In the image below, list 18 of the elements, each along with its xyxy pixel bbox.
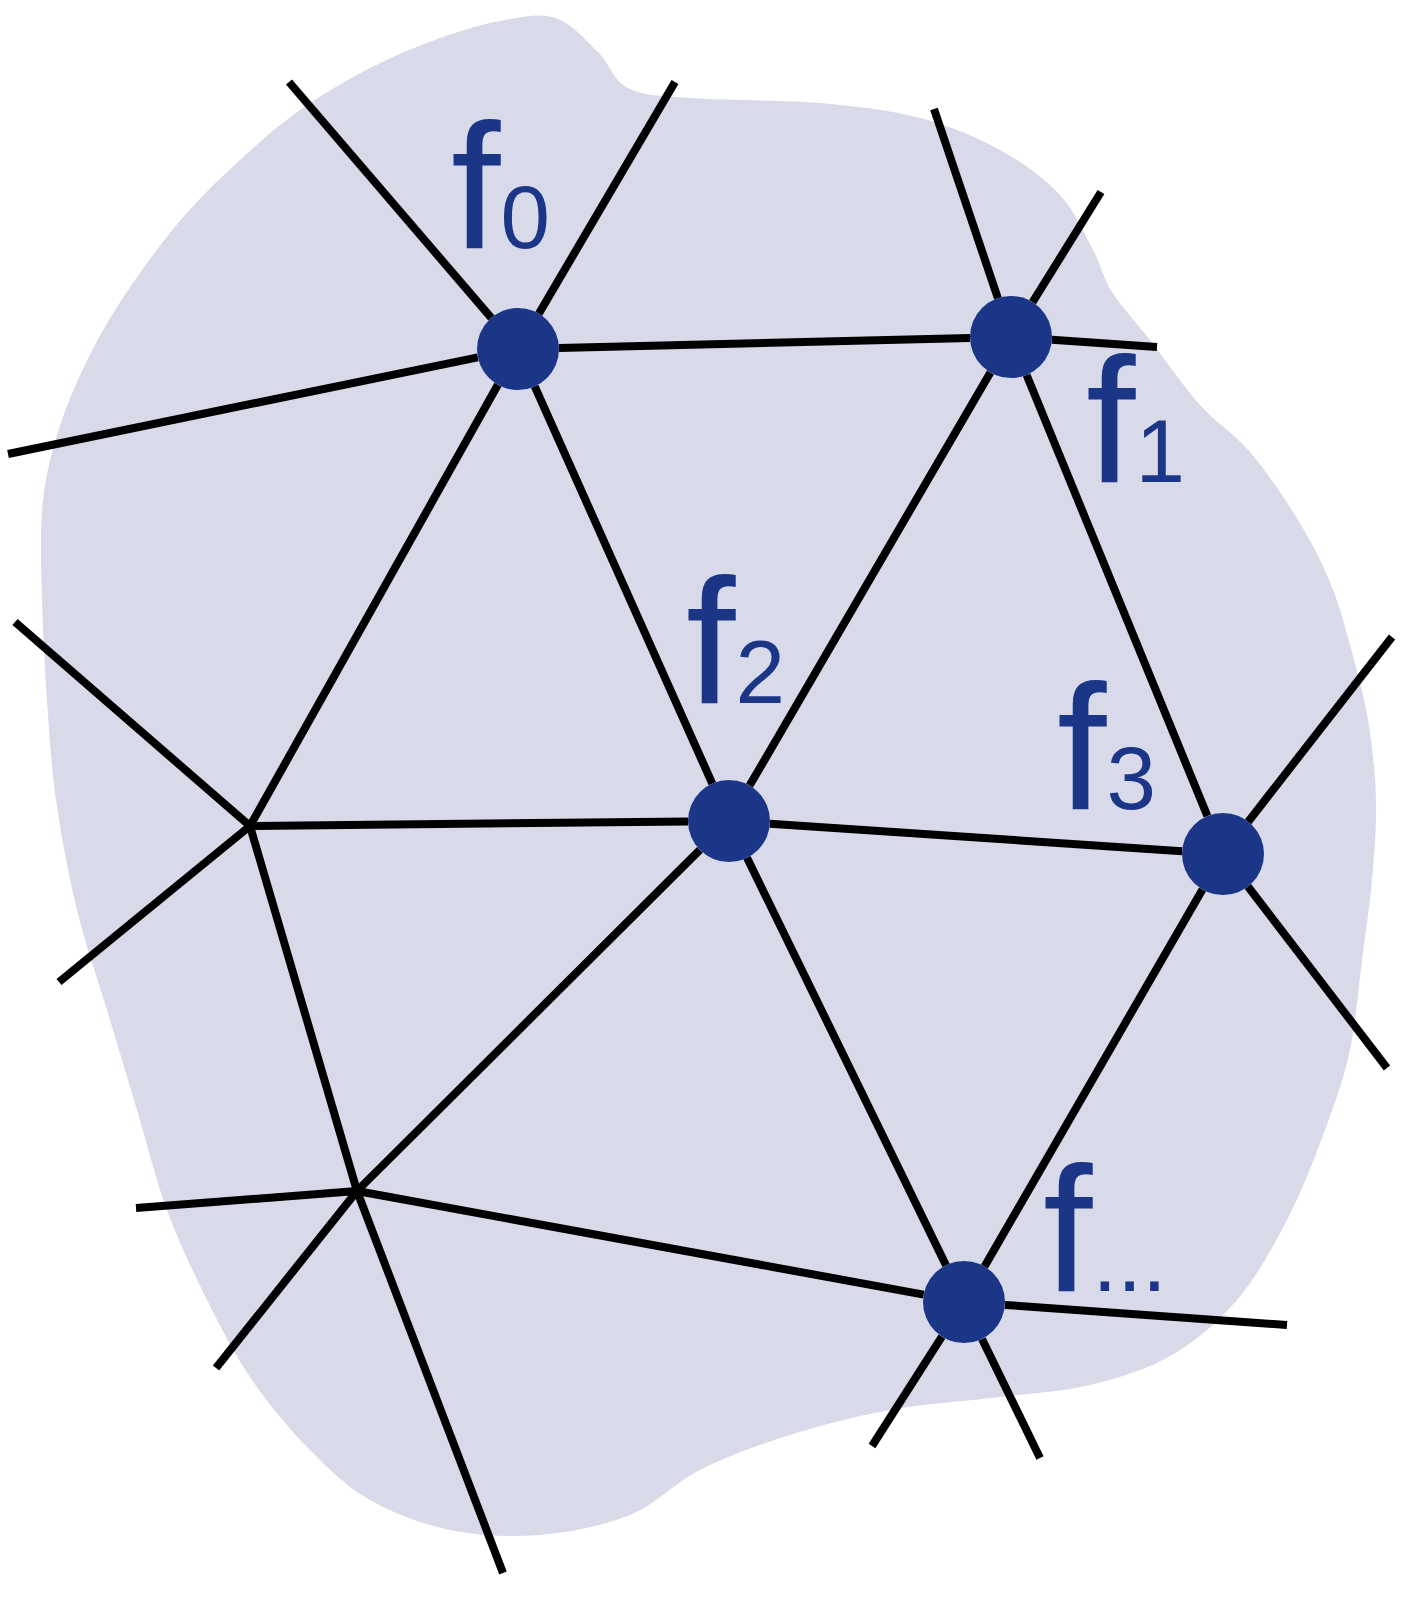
mesh-line (1022, 373, 1212, 818)
mesh-line (1245, 634, 1396, 825)
mesh-line (981, 887, 1206, 1269)
mesh-line (978, 1337, 1044, 1460)
mesh-line (285, 79, 495, 321)
mesh-line (1004, 1300, 1288, 1329)
mesh-line (1051, 335, 1158, 351)
mesh-line (558, 334, 971, 352)
mesh-line (7, 353, 479, 458)
mesh-line (743, 856, 950, 1267)
mesh-line (868, 1334, 946, 1449)
mesh-line (1244, 884, 1391, 1071)
mesh-line (1029, 189, 1105, 305)
mesh-line (746, 370, 994, 788)
mesh-line (769, 819, 1183, 856)
mesh-line (531, 384, 716, 786)
mesh-line (535, 79, 679, 316)
mesh-line (930, 107, 1002, 300)
